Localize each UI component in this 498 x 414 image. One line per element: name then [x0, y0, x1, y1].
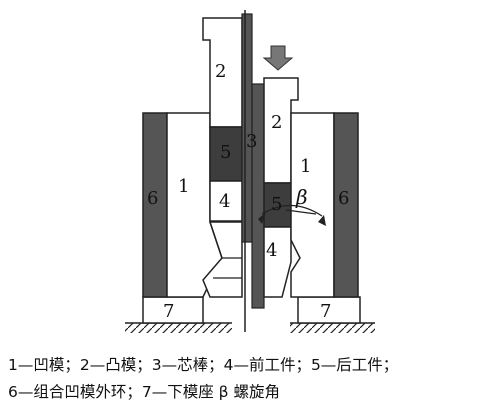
left-front-workpiece [209, 180, 243, 222]
left-outer-ring [142, 112, 168, 298]
label-mandrel: 3 [246, 131, 257, 152]
label-left-base: 7 [163, 301, 174, 322]
label-angle-beta: β [295, 185, 308, 209]
label-left-back-workpiece: 5 [220, 142, 231, 163]
left-mandrel-sleeve [241, 13, 253, 243]
right-front-workpiece [263, 226, 292, 298]
label-right-base: 7 [320, 301, 331, 322]
label-right-ring: 6 [338, 188, 349, 209]
right-back-workpiece [263, 182, 292, 228]
label-right-punch: 2 [271, 112, 282, 133]
label-left-ring: 6 [147, 188, 158, 209]
angle-line [285, 209, 317, 215]
ground-right [290, 322, 375, 333]
label-left-die: 1 [178, 176, 189, 197]
extrusion-die-diagram: 2 5 3 1 6 4 2 1 5 β 4 6 7 7 [125, 10, 375, 333]
angle-arc [261, 204, 323, 217]
angle-arrow-icon [318, 215, 326, 226]
press-arrow-icon [262, 45, 294, 71]
right-outer-ring [333, 112, 359, 298]
label-right-die: 1 [300, 156, 311, 177]
angle-arrow-left-icon [258, 212, 266, 224]
legend-line-1: 1—凹模；2—凸模；3—芯棒；4—前工件；5—后工件； [8, 356, 399, 374]
label-right-back-workpiece: 5 [271, 194, 282, 215]
label-left-punch: 2 [215, 61, 226, 82]
legend-line-2: 6—组合凹模外环；7—下模座 β 螺旋角 [8, 383, 280, 401]
mandrel [251, 83, 265, 309]
label-right-front-workpiece: 4 [266, 240, 277, 261]
figure-legend: 1—凹模；2—凸模；3—芯棒；4—前工件；5—后工件； 6—组合凹模外环；7—下… [8, 352, 494, 406]
ground-left [125, 322, 232, 333]
left-base [142, 296, 204, 324]
label-left-front-workpiece: 4 [219, 191, 230, 212]
